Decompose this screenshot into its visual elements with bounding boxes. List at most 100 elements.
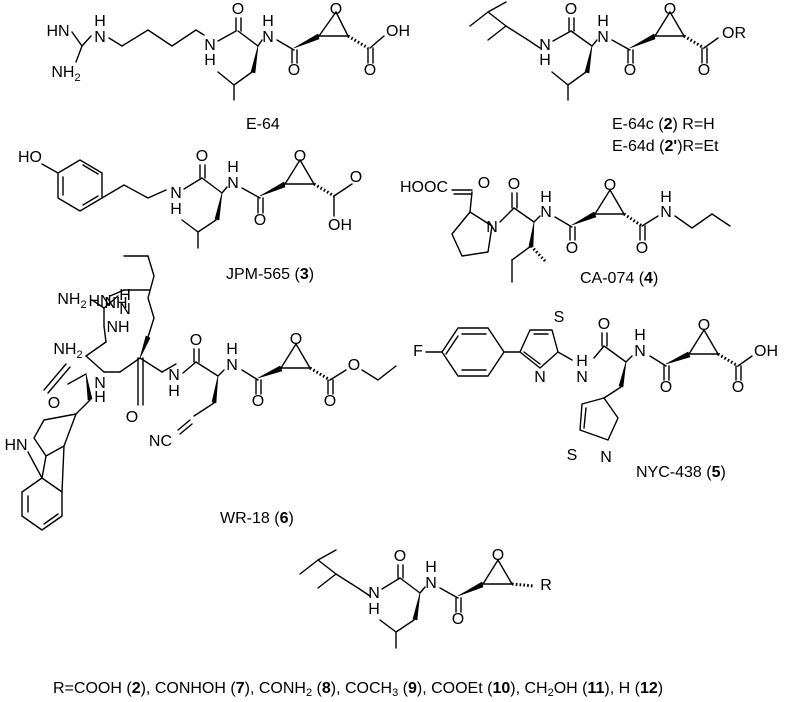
atom-o: O [492,547,504,564]
atom-o: O [698,317,710,334]
atom-h: H [227,159,239,176]
atom-hooc: HOOC [400,179,448,196]
caption-substituents: R=COOH (2), CONHOH (7), CONH2 (8), COCH3… [53,680,664,699]
atom-n: N [94,375,106,392]
substituent-6: H (12) [618,680,664,697]
atom-hn: HN [88,293,111,310]
structure-e64: HN H N NH2 N H O H N O O O [46,1,410,101]
atom-n: N [576,369,588,386]
atom-o: O [508,176,520,193]
atom-n: N [600,449,612,466]
atom-h: H [94,389,106,406]
atom-n: N [534,369,546,386]
caption-ca074: CA-074 (4) [580,270,659,287]
atom-n: N [170,185,182,202]
atom-h: H [94,13,106,30]
caption-nyc438: NYC-438 (5) [636,464,726,481]
atom-h: H [660,189,672,206]
atom-nh: NH [104,295,127,312]
atom-n: N [486,219,498,236]
substituent-5: CH2OH (11), [524,680,619,699]
atom-o: O [604,177,616,194]
atom-oh: OH [328,217,352,234]
atom-n: N [425,575,437,592]
atom-h: H [168,383,180,400]
atom-nc: NC [149,433,172,450]
atom-n: N [597,29,609,46]
atom-o: O [565,1,577,18]
atom-nh2: NH2 [57,291,86,311]
atom-o: O [566,240,578,257]
atom-n: N [540,204,552,221]
atom-o: O [126,409,138,426]
atom-o: O [254,212,266,229]
atom-n: N [634,343,646,360]
caption-wr18: WR-18 (6) [220,510,294,527]
atom-o: O [636,240,648,257]
atom-o: O [660,379,672,396]
atom-n: N [94,29,106,46]
atom-n: N [368,585,380,602]
atom-h: H [368,601,380,618]
atom-h: H [576,353,588,370]
atom-o: O [478,175,490,192]
atom-h: H [170,201,182,218]
atom-h: H [539,52,551,69]
atom-h: H [540,189,552,206]
atom-o: O [364,62,376,79]
atom-h: H [119,287,131,304]
atom-nh: NH [106,319,129,336]
structure-ca074: HOOC O N O H N O O O H N [400,175,731,283]
atom-n: N [660,204,672,221]
atom-s: S [554,309,565,326]
caption-e64: E-64 [246,116,280,133]
atom-o: O [48,395,60,412]
atom-o: O [624,62,636,79]
atom-n: N [262,29,274,46]
atom-o: O [290,331,302,348]
atom-h: H [262,13,274,30]
atom-n: N [204,37,216,54]
caption-e64c: E-64c (2) R=H [612,116,715,133]
atom-h: H [634,327,646,344]
atom-o: O [598,316,610,333]
substituent-2: CONH2 (8), [258,680,345,699]
atom-o: O [294,148,306,165]
atom-hn: HN [4,437,27,454]
atom-o: O [190,332,202,349]
atom-o: O [664,1,676,18]
caption-e64d: E-64d (2')R=Et [612,138,719,155]
atom-o: O [288,62,300,79]
atom-h: H [425,559,437,576]
atom-nh2: NH2 [51,64,80,84]
substituent-1: CONHOH (7), [154,680,259,697]
atom-n: N [119,301,131,318]
structure-wr18: NH2 H N NH NH2 O N H HN O NH [4,255,397,531]
atom-n: N [227,175,239,192]
substituent-3: COCH3 (9), [344,680,432,699]
atom-o: O [232,1,244,18]
atom-o: O [698,62,710,79]
atom-o: O [324,393,336,410]
structure-nyc438: F S N H N O S N H N O O [413,309,778,466]
atom-ho: HO [18,149,42,166]
atom-h: H [597,13,609,30]
atom-n: N [226,357,238,374]
atom-o: O [394,548,406,565]
structure-generic-r: N H O H N O O R [299,547,552,649]
atom-o: O [196,148,208,165]
structure-jpm565: HO N H O H N O O O OH [18,148,362,249]
atom-o: O [452,611,464,628]
atom-hn: HN [46,23,69,40]
atom-o: O [252,393,264,410]
caption-jpm565: JPM-565 (3) [226,266,315,283]
atom-n: N [168,367,180,384]
atom-o: O [732,379,744,396]
atom-h: H [226,341,238,358]
atom-o: O [350,169,362,186]
atom-nh2: NH2 [53,341,82,361]
atom-s: S [567,447,578,464]
substituent-0: COOH (2), [73,680,155,697]
atom-oh: OH [754,343,778,360]
